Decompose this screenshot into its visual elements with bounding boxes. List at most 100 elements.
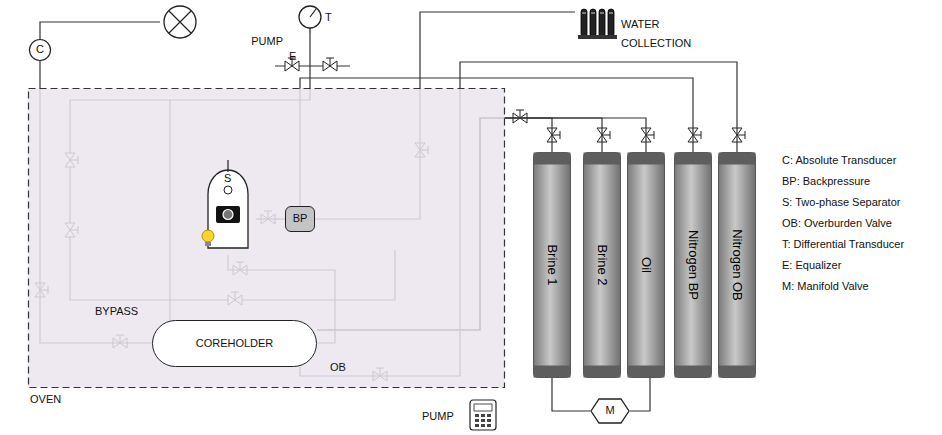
shape <box>470 400 496 430</box>
shape <box>719 153 756 378</box>
coreholder-box: COREHOLDER <box>152 320 317 367</box>
shape <box>30 40 51 61</box>
fluid-cylinder: Brine 2 <box>583 152 621 378</box>
valve-stem <box>516 110 524 118</box>
pump-key <box>481 424 485 427</box>
valve-symbol <box>547 128 560 142</box>
shape <box>169 11 191 33</box>
legend-entry: BP: Backpressure <box>782 171 904 192</box>
valve-symbol <box>732 128 745 142</box>
node-text: BP <box>293 212 308 225</box>
node-text: OVEN <box>30 393 61 406</box>
cylinder-cap <box>628 366 665 378</box>
node-text: C <box>36 43 44 56</box>
shape <box>310 9 316 33</box>
legend-entry: E: Equalizer <box>782 255 904 276</box>
shape <box>584 153 621 378</box>
node-outline <box>298 3 338 33</box>
legend-entry: OB: Overburden Valve <box>782 213 904 234</box>
legend-entry: T: Differential Transducer <box>782 234 904 255</box>
camera-icon <box>216 206 240 223</box>
cylinder-cap <box>584 366 621 378</box>
fluid-cylinder: Brine 1 <box>533 152 571 378</box>
tube-mark <box>582 13 586 14</box>
camera-lens <box>223 210 233 220</box>
shape <box>534 153 571 378</box>
cylinder-cap <box>534 153 571 165</box>
cylinder-cap <box>675 153 712 165</box>
part-label: BYPASS <box>95 305 138 318</box>
pipe-connector <box>630 378 650 411</box>
cylinder-cap <box>675 366 712 378</box>
tube-rack <box>578 35 617 39</box>
tube-mark <box>600 13 604 14</box>
shape <box>675 153 712 378</box>
node-text: PUMP <box>251 35 283 48</box>
cylinder-cap <box>719 366 756 378</box>
valve-stem <box>552 131 560 139</box>
tube-mark <box>609 13 613 14</box>
pump-key <box>475 419 479 422</box>
pump-key <box>487 419 491 422</box>
valve-stem <box>646 131 654 139</box>
valve-stem <box>602 131 610 139</box>
test-tube <box>608 9 614 37</box>
cylinder-cap <box>534 366 571 378</box>
node-text: M <box>605 404 614 417</box>
legend-entry: C: Absolute Transducer <box>782 150 904 171</box>
shape <box>164 6 196 38</box>
manifold-hexagon: M <box>590 398 630 424</box>
valve-symbol <box>641 128 654 142</box>
valve-stem <box>326 58 334 66</box>
legend: C: Absolute TransducerBP: BackpressureS:… <box>782 150 904 297</box>
backpressure-box: BP <box>285 206 315 232</box>
shape <box>591 399 629 423</box>
cylinder-cap <box>628 153 665 165</box>
collection-box: WATER COLLECTION <box>575 3 700 55</box>
part-label: OB <box>330 361 346 374</box>
fluid-cylinder: Nitrogen BP <box>674 152 712 378</box>
pump-key <box>475 414 479 417</box>
fluid-cylinder: Oil <box>627 152 665 378</box>
node-text: Nitrogen OB <box>729 229 745 301</box>
transducer-circle: C <box>29 39 51 61</box>
node-text: COREHOLDER <box>196 337 274 350</box>
shape <box>29 89 505 388</box>
pipe-connector <box>552 378 590 411</box>
legend-entry: S: Two-phase Separator <box>782 192 904 213</box>
light-bulb <box>202 230 214 242</box>
node-text: Brine 1 <box>544 244 560 285</box>
pump-display <box>474 404 492 411</box>
legend-entry: M: Manifold Valve <box>782 276 904 297</box>
oven-region: OVENSBPCOREHOLDER <box>28 88 505 388</box>
node-text: WATER COLLECTION <box>621 15 697 53</box>
valve-symbol <box>688 128 701 142</box>
node-text: S <box>224 172 231 185</box>
pipe-connector <box>40 22 160 39</box>
test-tube <box>599 9 605 37</box>
test-tube <box>581 9 587 37</box>
part-label: E <box>289 50 296 63</box>
node-text: PUMP <box>422 410 454 423</box>
shape <box>628 153 665 378</box>
pump-key <box>487 424 491 427</box>
node-text: Oil <box>638 257 654 273</box>
valve-symbol <box>597 128 610 142</box>
tube-mark <box>591 13 595 14</box>
pump-symbol: PUMP <box>160 5 285 50</box>
cylinder-cap <box>719 153 756 165</box>
valve-symbol <box>513 110 527 123</box>
node-text: T <box>325 11 332 24</box>
fluid-cylinder: Nitrogen OB <box>718 152 756 378</box>
cylinder-cap <box>584 153 621 165</box>
pump-key <box>487 414 491 417</box>
valve-stem <box>693 131 701 139</box>
gauge-symbol: T <box>298 3 338 33</box>
pump-key <box>481 419 485 422</box>
valve-stem <box>737 131 745 139</box>
vent-pipe <box>227 160 228 172</box>
pump-key <box>481 414 485 417</box>
pump-box: PUMP <box>420 398 500 432</box>
node-text: Brine 2 <box>594 244 610 285</box>
node-text: Nitrogen BP <box>685 230 701 300</box>
